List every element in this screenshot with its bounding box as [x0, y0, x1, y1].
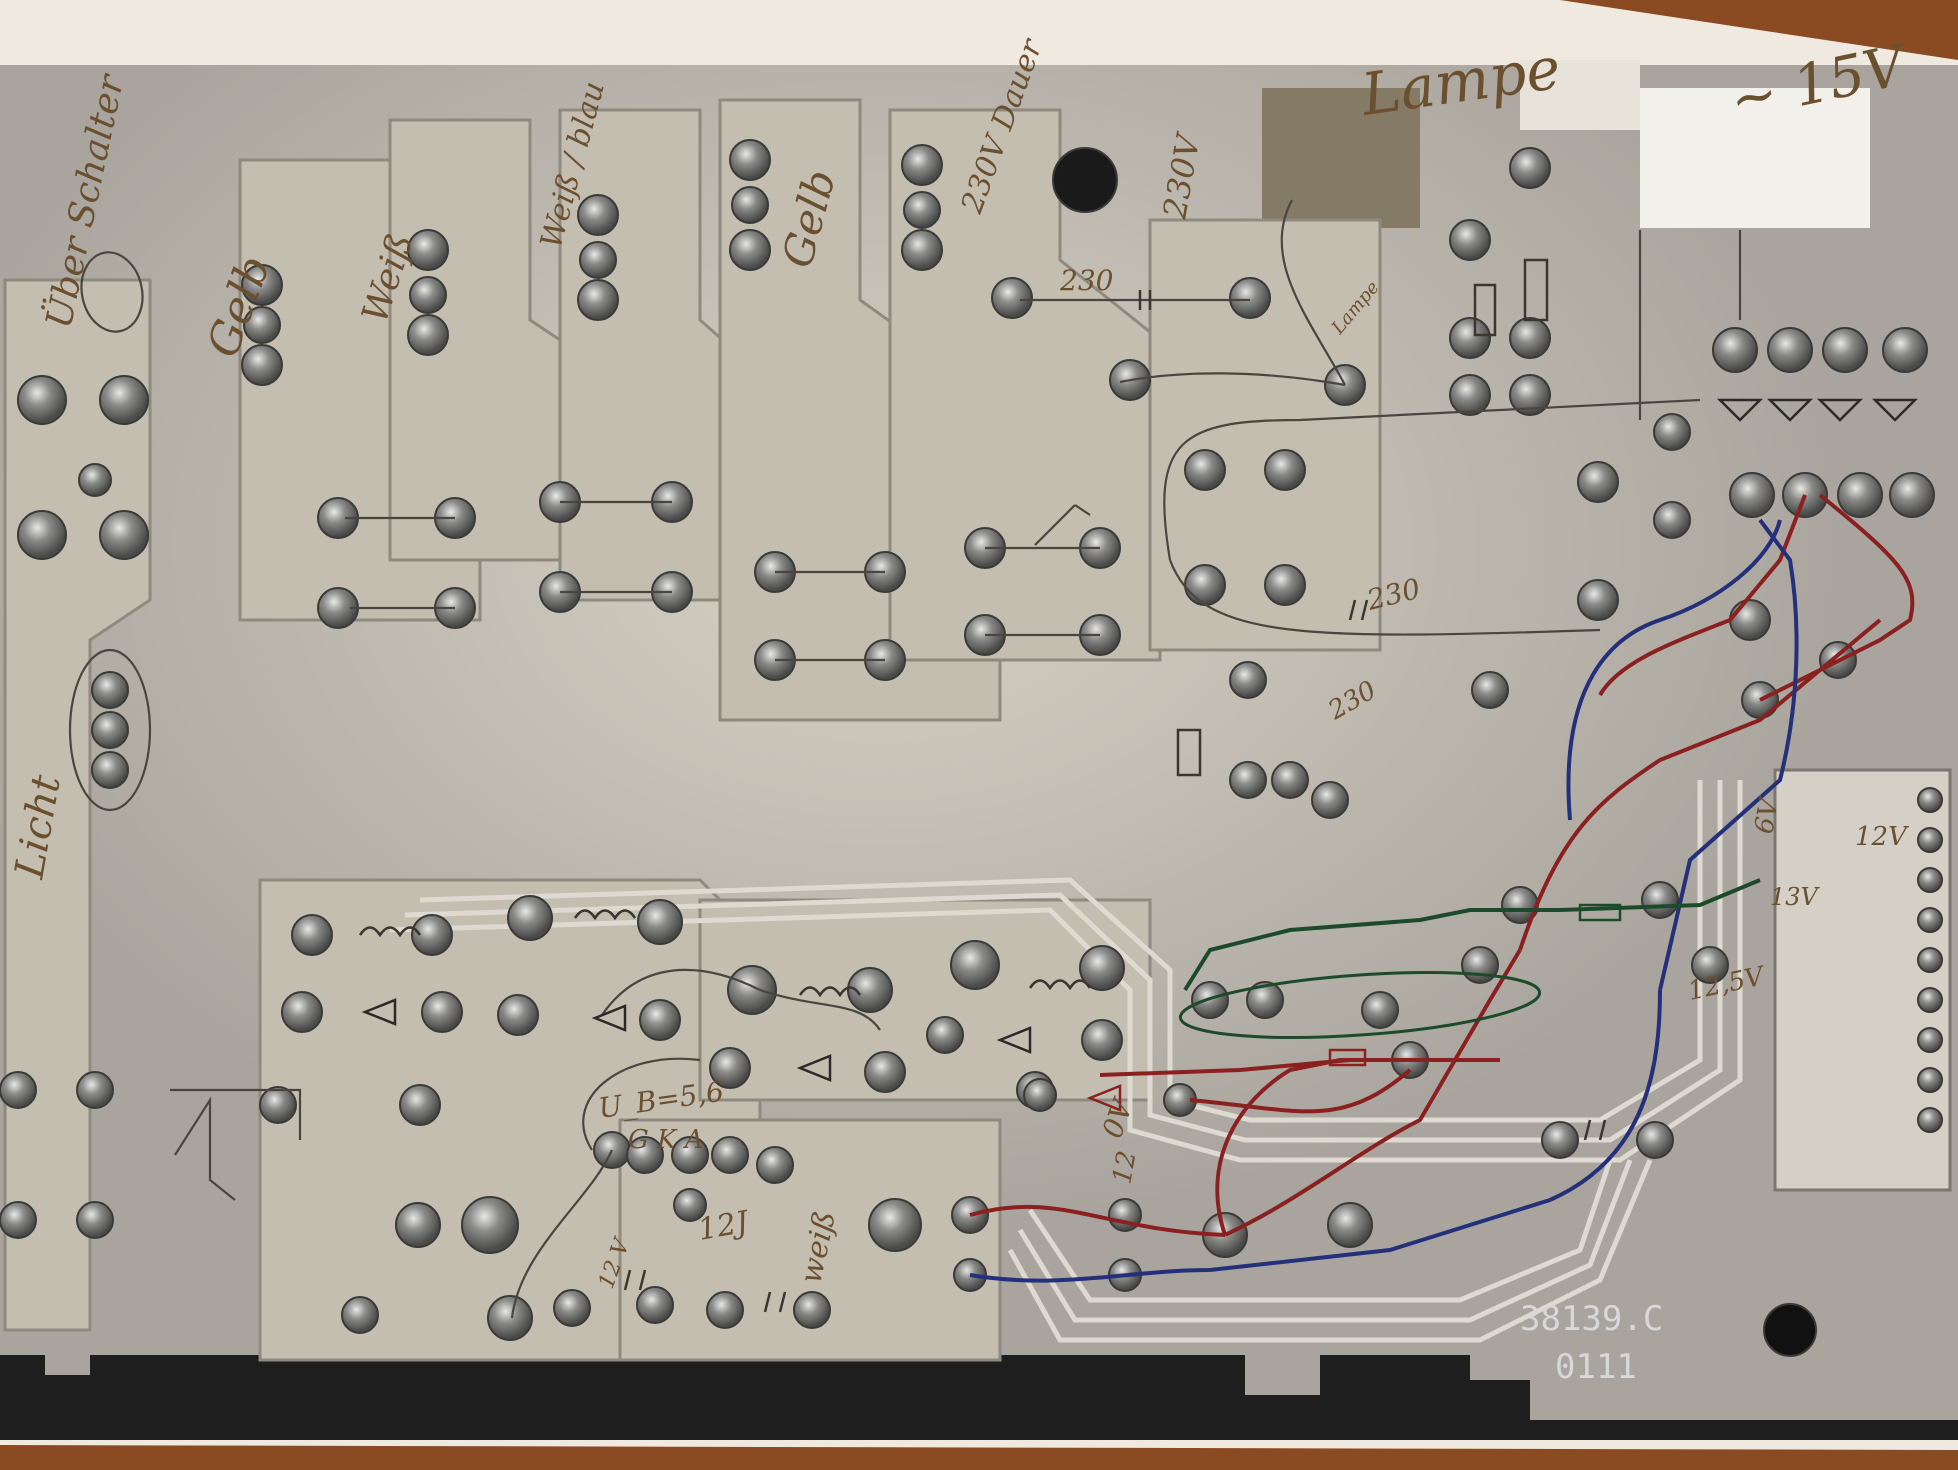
inductor-symbols	[358, 909, 1092, 998]
blue-ink-wiring	[969, 518, 1799, 1283]
board-code: 0111	[1555, 1347, 1637, 1387]
note-cap-230-top: 230	[1059, 264, 1113, 297]
connector-block	[1640, 88, 1870, 228]
green-ink-wiring	[1178, 878, 1761, 1039]
pencil-wiring	[68, 199, 1742, 1319]
note-12: 12	[1107, 1148, 1142, 1186]
routed-traces	[389, 780, 1743, 1343]
capacitor-symbols	[623, 290, 1607, 1313]
note-6v: 6V	[1749, 794, 1785, 836]
lamp-connector	[1262, 88, 1420, 228]
resistor-symbols	[1176, 258, 1622, 1067]
note-12v: 12V	[1855, 822, 1909, 852]
note-pins: G K A	[628, 1125, 704, 1155]
board-part-number: 38139.C	[1520, 1299, 1663, 1339]
board-bottom-edge	[0, 1355, 1958, 1440]
note-13v: 13V	[1770, 883, 1821, 911]
diode-symbols	[361, 398, 1919, 1112]
red-ink-wiring	[969, 493, 1915, 1237]
